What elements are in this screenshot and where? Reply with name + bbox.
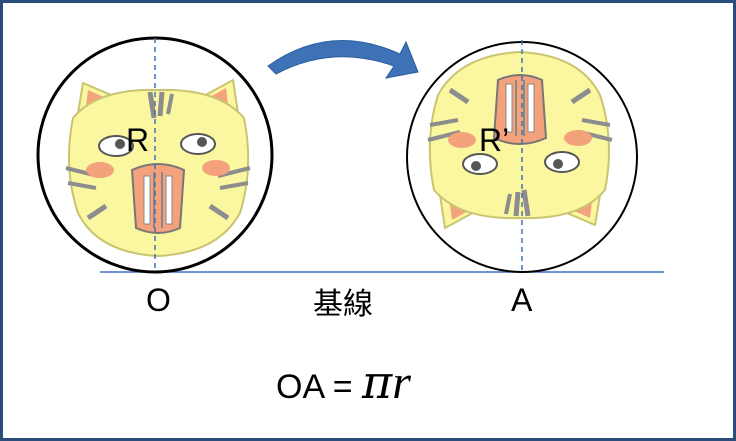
formula-r: r: [392, 356, 411, 409]
formula: OA = πr: [276, 359, 411, 407]
formula-pi: π: [362, 355, 393, 409]
right-cat-image: [428, 52, 612, 228]
point-o-label: O: [146, 282, 171, 318]
right-circle-label: R’: [479, 122, 510, 158]
left-cat-image: [66, 80, 250, 256]
left-circle-label: R: [126, 122, 150, 158]
curved-arrow-icon: [267, 40, 419, 79]
formula-lhs: OA =: [276, 368, 353, 406]
baseline-label: 基線: [313, 287, 373, 322]
point-a-label: A: [511, 282, 533, 318]
